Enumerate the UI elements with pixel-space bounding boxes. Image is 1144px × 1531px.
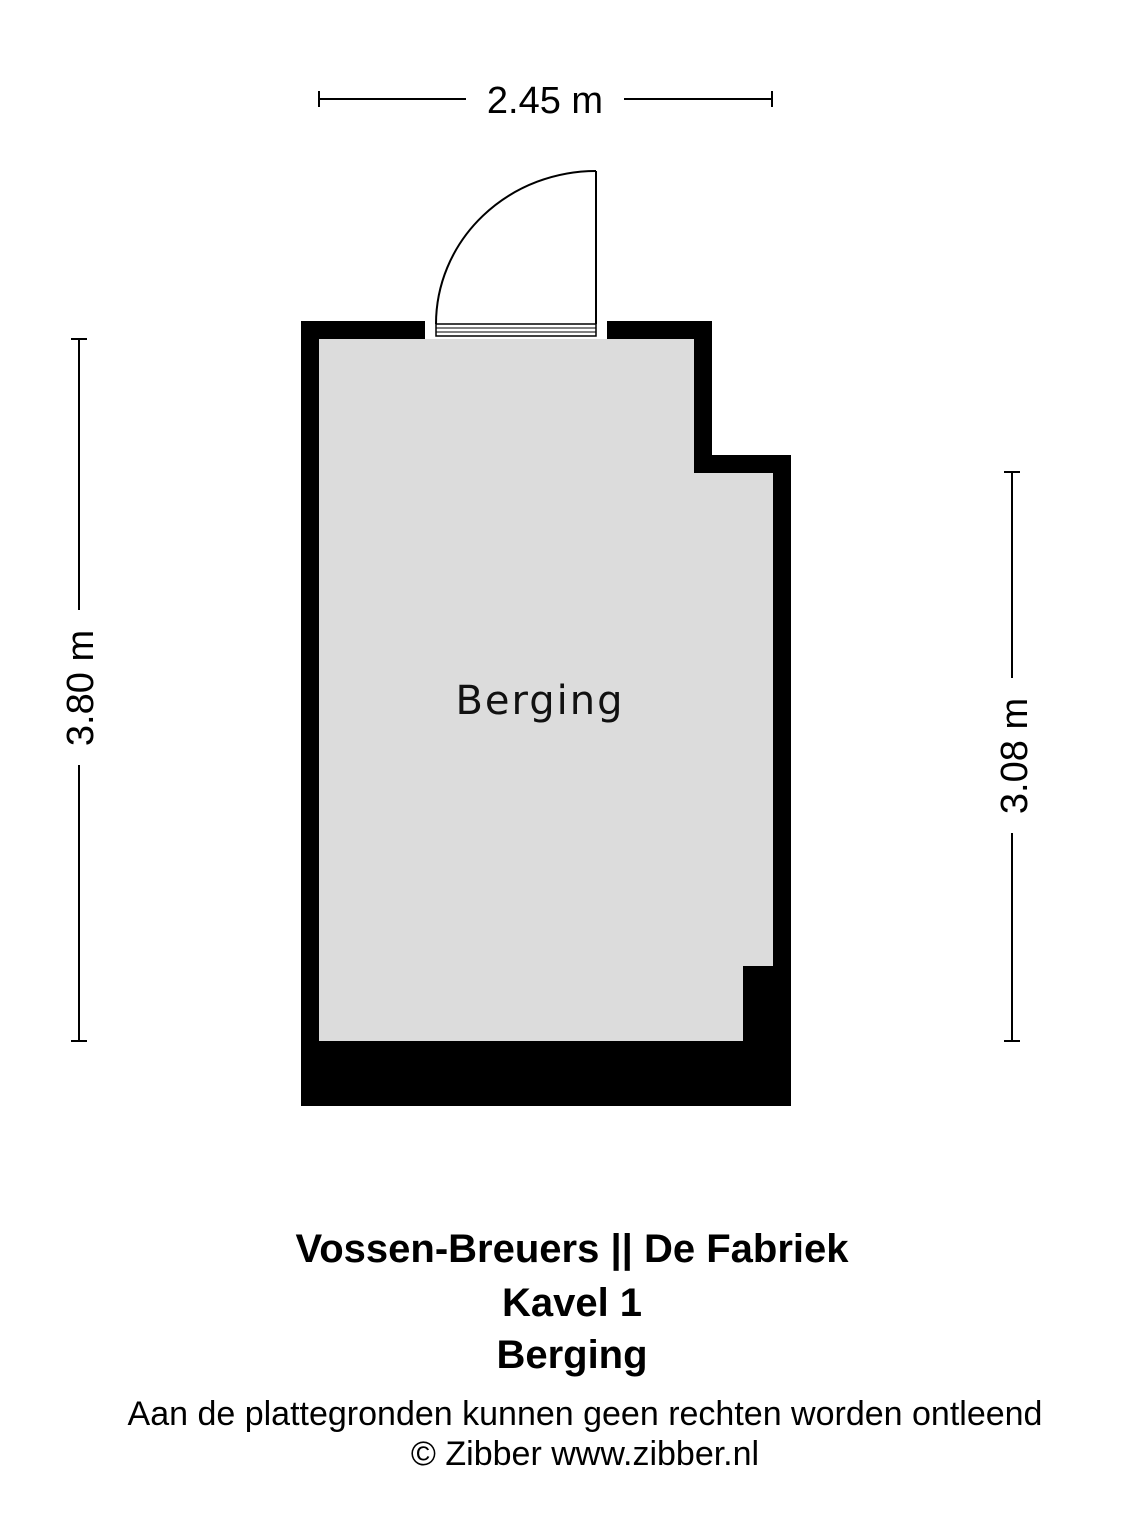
room-title: Berging xyxy=(496,1333,648,1377)
dimension-left-label: 3.80 m xyxy=(60,630,102,746)
project-title: Vossen-Breuers || De Fabriek xyxy=(295,1227,849,1271)
title-block: Vossen-Breuers || De Fabriek Kavel 1 Ber… xyxy=(0,1226,1144,1378)
dimension-left: 3.80 m xyxy=(60,338,102,1042)
copyright-text: © Zibber www.zibber.nl xyxy=(410,1435,760,1473)
dimension-top-label: 2.45 m xyxy=(487,80,603,122)
disclaimer-text: Aan de plattegronden kunnen geen rechten… xyxy=(127,1395,1043,1433)
dimension-right-label: 3.08 m xyxy=(994,698,1036,814)
door-swing-arc xyxy=(435,170,597,325)
room-label: Berging xyxy=(455,678,624,724)
dimension-right: 3.08 m xyxy=(994,471,1036,1042)
room-floor xyxy=(319,339,773,1041)
dimension-top: 2.45 m xyxy=(318,80,773,122)
door xyxy=(423,170,609,339)
footer: Aan de plattegronden kunnen geen rechten… xyxy=(40,1394,1130,1474)
lot-title: Kavel 1 xyxy=(501,1281,643,1325)
